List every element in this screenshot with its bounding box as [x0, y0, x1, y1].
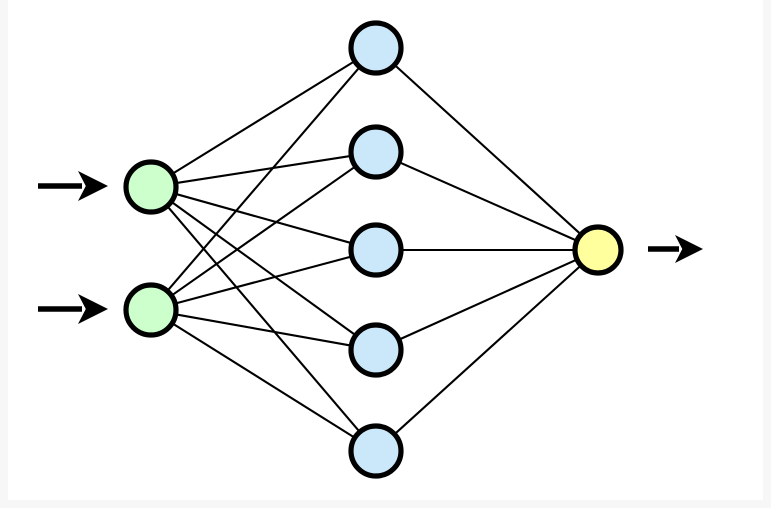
edge-i1-h3: [175, 193, 352, 244]
edge-i2-h3: [176, 255, 351, 305]
edge-i1-h5: [167, 206, 360, 432]
input-arrow-1-head: [78, 171, 108, 201]
hidden-node-1[interactable]: [348, 20, 404, 76]
input-arrow-1: [38, 171, 108, 201]
edge-h4-o1: [399, 258, 577, 341]
io-arrows-group: [38, 171, 703, 324]
input-node-2[interactable]: [123, 282, 179, 338]
output-node-1[interactable]: [572, 224, 624, 276]
output-arrow-1-head: [675, 235, 703, 263]
edges-group: [167, 60, 581, 438]
hidden-node-5[interactable]: [348, 423, 404, 479]
edge-h2-o1: [399, 161, 577, 242]
edge-i2-h5: [172, 323, 355, 438]
edge-h1-o1: [394, 64, 581, 235]
edge-h5-o1: [394, 265, 581, 435]
output-arrow-1: [648, 235, 703, 263]
edge-i2-h4: [176, 313, 351, 347]
input-node-1[interactable]: [123, 159, 179, 215]
hidden-node-4[interactable]: [348, 322, 404, 378]
edge-i1-h4: [171, 201, 356, 336]
edge-i2-h1: [167, 67, 360, 291]
edge-i1-h1: [172, 60, 355, 175]
edge-i1-h2: [176, 154, 351, 185]
input-arrow-2: [38, 294, 108, 324]
edge-i2-h2: [171, 166, 356, 296]
hidden-node-2[interactable]: [348, 124, 404, 180]
input-arrow-2-head: [78, 294, 108, 324]
nodes-group: [123, 20, 624, 479]
hidden-node-3[interactable]: [348, 222, 404, 278]
